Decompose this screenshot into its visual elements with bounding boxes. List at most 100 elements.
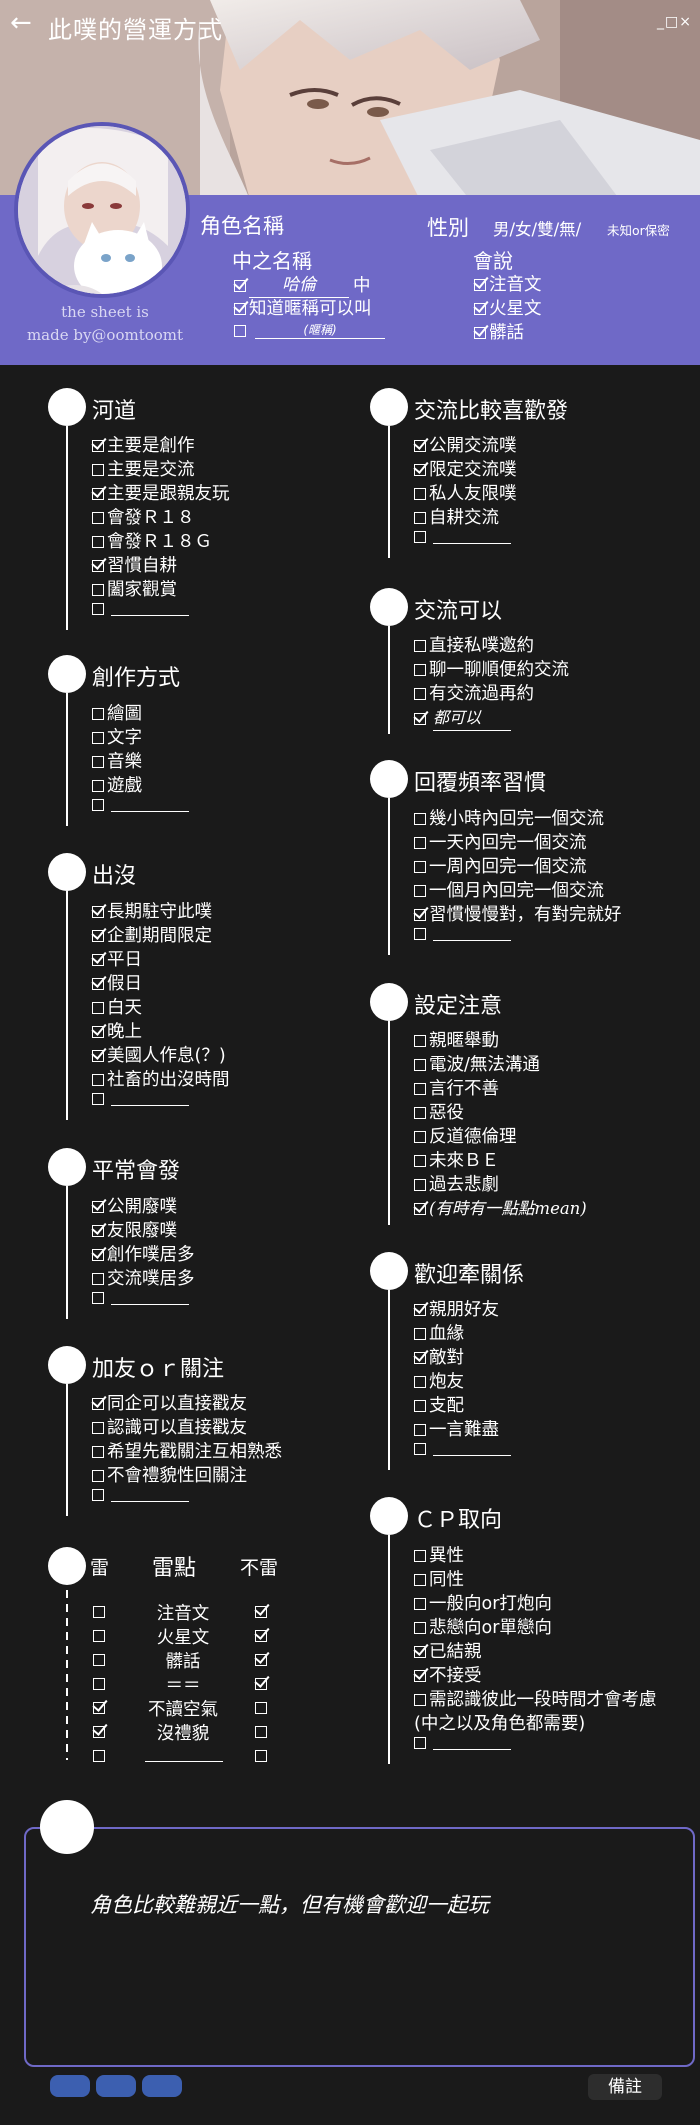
checkbox[interactable] (414, 1203, 426, 1215)
checkbox[interactable] (414, 1304, 426, 1316)
checkbox[interactable] (92, 1446, 104, 1458)
checkbox[interactable] (414, 1328, 426, 1340)
checkbox[interactable] (414, 488, 426, 500)
checkbox[interactable] (414, 1424, 426, 1436)
checkbox[interactable] (92, 1093, 104, 1105)
checkbox[interactable] (414, 1400, 426, 1412)
mine-checkbox[interactable] (93, 1702, 105, 1714)
checkbox[interactable] (92, 756, 104, 768)
window-controls-icon[interactable]: _□× (657, 14, 692, 30)
mine-checkbox[interactable] (93, 1606, 105, 1618)
checkbox[interactable] (92, 488, 104, 500)
checkbox[interactable] (414, 1443, 426, 1455)
checkbox[interactable] (414, 440, 426, 452)
back-arrow-icon[interactable]: ← (10, 8, 32, 38)
pill-button[interactable] (96, 2075, 136, 2097)
checkbox[interactable] (92, 440, 104, 452)
mine-checkbox[interactable] (93, 1630, 105, 1642)
checkbox[interactable] (92, 536, 104, 548)
ok-checkbox[interactable] (255, 1630, 267, 1642)
ok-checkbox[interactable] (255, 1726, 267, 1738)
checkbox[interactable] (414, 464, 426, 476)
pill-button[interactable] (50, 2075, 90, 2097)
checkbox[interactable] (92, 1002, 104, 1014)
checkbox[interactable] (92, 512, 104, 524)
checkbox[interactable] (414, 1035, 426, 1047)
checkbox[interactable] (92, 603, 104, 615)
checkbox[interactable] (414, 928, 426, 940)
checkbox[interactable] (92, 1422, 104, 1434)
checkbox[interactable] (414, 664, 426, 676)
checkbox[interactable] (92, 1489, 104, 1501)
checkbox[interactable] (92, 930, 104, 942)
checkbox[interactable] (92, 584, 104, 596)
checkbox[interactable] (92, 954, 104, 966)
checkbox[interactable] (414, 1376, 426, 1388)
checkbox[interactable] (92, 732, 104, 744)
ok-checkbox[interactable] (255, 1702, 267, 1714)
checkbox[interactable] (92, 1273, 104, 1285)
checkbox[interactable] (414, 1646, 426, 1658)
mine-checkbox[interactable] (93, 1726, 105, 1738)
checkbox[interactable] (92, 1026, 104, 1038)
notes-box[interactable]: 角色比較難親近一點，但有機會歡迎一起玩 (24, 1827, 695, 2067)
checkbox[interactable] (92, 464, 104, 476)
checkbox[interactable] (414, 1179, 426, 1191)
checkbox[interactable] (92, 1249, 104, 1261)
ok-checkbox[interactable] (255, 1606, 267, 1618)
list-item: 文字 (92, 726, 142, 750)
checkbox[interactable] (414, 1622, 426, 1634)
checkbox[interactable] (414, 1083, 426, 1095)
checkbox[interactable] (234, 303, 246, 315)
checkbox[interactable] (414, 1574, 426, 1586)
ok-checkbox[interactable] (255, 1750, 267, 1762)
checkbox[interactable] (414, 512, 426, 524)
checkbox[interactable] (92, 799, 104, 811)
checkbox[interactable] (92, 1074, 104, 1086)
pill-button[interactable] (142, 2075, 182, 2097)
checkbox[interactable] (414, 1131, 426, 1143)
checkbox[interactable] (92, 978, 104, 990)
checkbox[interactable] (414, 1107, 426, 1119)
checkbox[interactable] (414, 1550, 426, 1562)
mine-checkbox[interactable] (93, 1678, 105, 1690)
checkbox[interactable] (414, 909, 426, 921)
ok-checkbox[interactable] (255, 1678, 267, 1690)
list-item-label: 有交流過再約 (429, 684, 534, 704)
checkbox[interactable] (414, 1155, 426, 1167)
checkbox[interactable] (92, 1225, 104, 1237)
checkbox[interactable] (414, 1598, 426, 1610)
checkbox[interactable] (414, 1352, 426, 1364)
checkbox[interactable] (414, 813, 426, 825)
mine-checkbox[interactable] (93, 1654, 105, 1666)
checkbox[interactable] (92, 906, 104, 918)
checkbox[interactable] (92, 780, 104, 792)
checkbox[interactable] (92, 1470, 104, 1482)
checkbox[interactable] (414, 1670, 426, 1682)
checkbox[interactable] (414, 1737, 426, 1749)
checkbox[interactable] (92, 1050, 104, 1062)
checkbox[interactable] (414, 712, 426, 725)
checkbox[interactable] (414, 640, 426, 652)
checkbox[interactable] (234, 324, 246, 337)
ok-checkbox[interactable] (255, 1654, 267, 1666)
checkbox[interactable] (92, 708, 104, 720)
checkbox[interactable] (414, 688, 426, 700)
checkbox[interactable] (414, 837, 426, 849)
checkbox[interactable] (414, 1694, 426, 1706)
memo-tab[interactable]: 備註 (588, 2074, 662, 2100)
checkbox[interactable] (92, 1292, 104, 1304)
checkbox[interactable] (92, 1398, 104, 1410)
checkbox[interactable] (414, 531, 426, 543)
checkbox[interactable] (92, 1201, 104, 1213)
cn-name-suffix: 中 (353, 275, 371, 296)
checkbox[interactable] (474, 279, 486, 291)
checkbox[interactable] (414, 885, 426, 897)
checkbox[interactable] (474, 303, 486, 315)
checkbox[interactable] (234, 279, 246, 292)
mine-checkbox[interactable] (93, 1750, 105, 1762)
checkbox[interactable] (474, 327, 486, 339)
checkbox[interactable] (92, 560, 104, 572)
checkbox[interactable] (414, 1059, 426, 1071)
checkbox[interactable] (414, 861, 426, 873)
